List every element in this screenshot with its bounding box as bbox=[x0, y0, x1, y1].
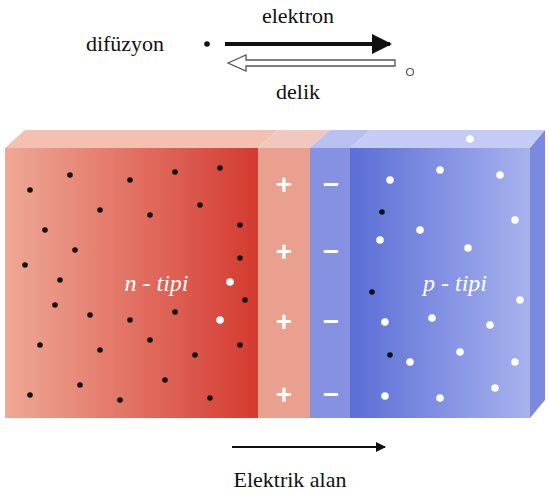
p-side-face bbox=[530, 130, 545, 418]
region-label: n - tipi bbox=[125, 270, 189, 297]
charge-sign: − bbox=[323, 380, 339, 411]
charge-sign: − bbox=[323, 170, 339, 201]
electron-symbol bbox=[204, 41, 210, 47]
annotation-label: elektron bbox=[260, 4, 336, 28]
semiconductor-region: p - tipi bbox=[350, 148, 530, 418]
region-label: p - tipi bbox=[423, 270, 487, 297]
charge-sign: + bbox=[276, 170, 292, 201]
charge-sign: + bbox=[276, 380, 292, 411]
charge-sign: − bbox=[323, 307, 339, 338]
field-arrow bbox=[232, 446, 385, 448]
n-region bbox=[5, 148, 258, 418]
annotation-label: difüzyon bbox=[84, 32, 166, 56]
p-top-face bbox=[350, 130, 545, 148]
charge-sign: + bbox=[276, 307, 292, 338]
annotation-label: delik bbox=[274, 80, 322, 104]
hole-dots bbox=[216, 135, 524, 402]
annotation-label: Elektrik alan bbox=[231, 468, 348, 492]
n-depletion bbox=[258, 148, 310, 418]
hole-arrow bbox=[228, 55, 395, 71]
semiconductor-region: n - tipi bbox=[5, 148, 258, 418]
n-top-face bbox=[5, 130, 278, 148]
p-depletion bbox=[310, 148, 350, 418]
electron-dots bbox=[22, 165, 393, 403]
charge-sign: − bbox=[323, 237, 339, 268]
hole-symbol bbox=[407, 69, 414, 76]
p-region bbox=[350, 148, 530, 418]
charge-sign: + bbox=[276, 237, 292, 268]
electron-arrow bbox=[225, 42, 390, 46]
